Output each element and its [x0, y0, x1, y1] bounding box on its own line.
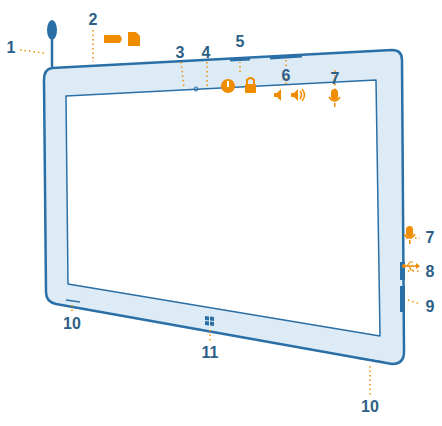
callout-number: 5: [236, 34, 245, 50]
leader-lines: [20, 30, 420, 396]
callout-number: 2: [89, 12, 98, 28]
sim-icon: [128, 32, 140, 46]
usb-icon: [402, 262, 420, 270]
windows-key: [205, 316, 214, 326]
callout-number: 7: [331, 71, 340, 87]
callout-number: 11: [202, 345, 219, 361]
callout-number: 9: [426, 299, 435, 315]
callout-number: 3: [176, 45, 185, 61]
callout-number: 8: [426, 264, 435, 280]
volume-icon: [274, 89, 305, 101]
sim-tool: [47, 20, 57, 66]
microphone-icon: [329, 89, 340, 107]
microsd-icon: [104, 35, 122, 43]
usb-port: [400, 262, 405, 280]
callout-number: 4: [202, 45, 211, 61]
tablet-body: [44, 50, 404, 364]
volume-keys: [270, 56, 302, 58]
front-camera: [194, 87, 198, 91]
speaker: [356, 358, 384, 362]
callout-number: 10: [63, 316, 81, 332]
callout-number: 7: [426, 230, 435, 246]
power-icon: [221, 79, 235, 93]
callout-number: 6: [282, 68, 291, 84]
tablet-screen: [66, 80, 380, 336]
power-button: [230, 59, 250, 60]
icons: [104, 32, 420, 270]
speaker: [66, 300, 80, 302]
callout-number: 10: [361, 399, 379, 415]
lock-icon: [245, 78, 256, 93]
cover-slot: [400, 286, 405, 312]
microphone-icon: [404, 226, 415, 244]
callout-number: 1: [7, 40, 16, 56]
